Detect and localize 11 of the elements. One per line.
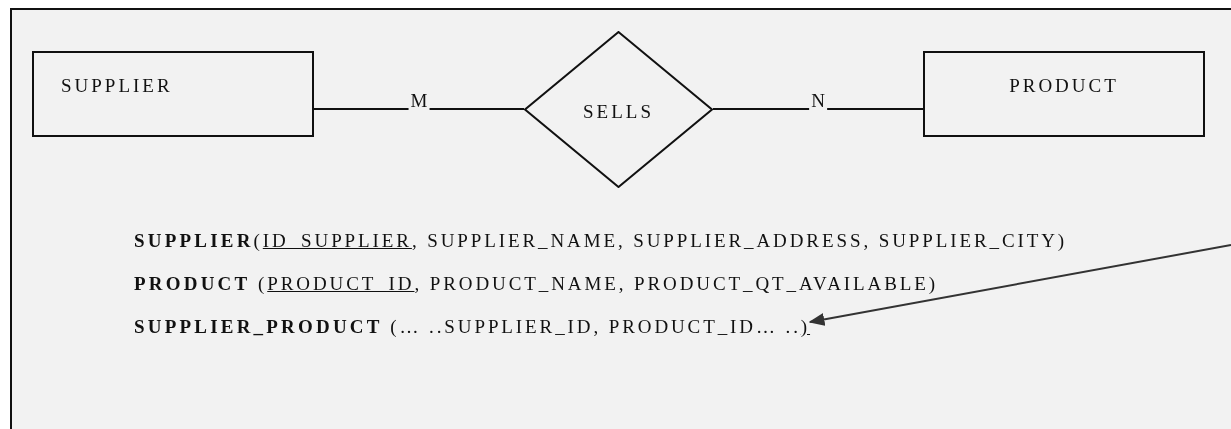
entity-box [32, 51, 314, 137]
relation-schema-text: PRODUCT (PRODUCT_ID, PRODUCT_NAME, PRODUCT_QT_AVAILABLE) [134, 273, 939, 295]
entity-name: SUPPLIER [61, 75, 173, 97]
relationship-diamond [524, 31, 713, 188]
cardinality-label: N [809, 91, 827, 111]
relation-schema-text: SUPPLIER_PRODUCT (… ..SUPPLIER_ID, PRODUCT_ID… ..) [134, 316, 811, 338]
entity-box [923, 51, 1205, 137]
entity-name: PRODUCT [1009, 75, 1119, 97]
cardinality-label: M [408, 91, 430, 111]
relationship-name: SELLS [583, 100, 654, 123]
relation-schema-text: SUPPLIER(ID_SUPPLIER, SUPPLIER_NAME, SUPPLIER_ADDRESS, SUPPLIER_CITY) [134, 230, 1068, 252]
